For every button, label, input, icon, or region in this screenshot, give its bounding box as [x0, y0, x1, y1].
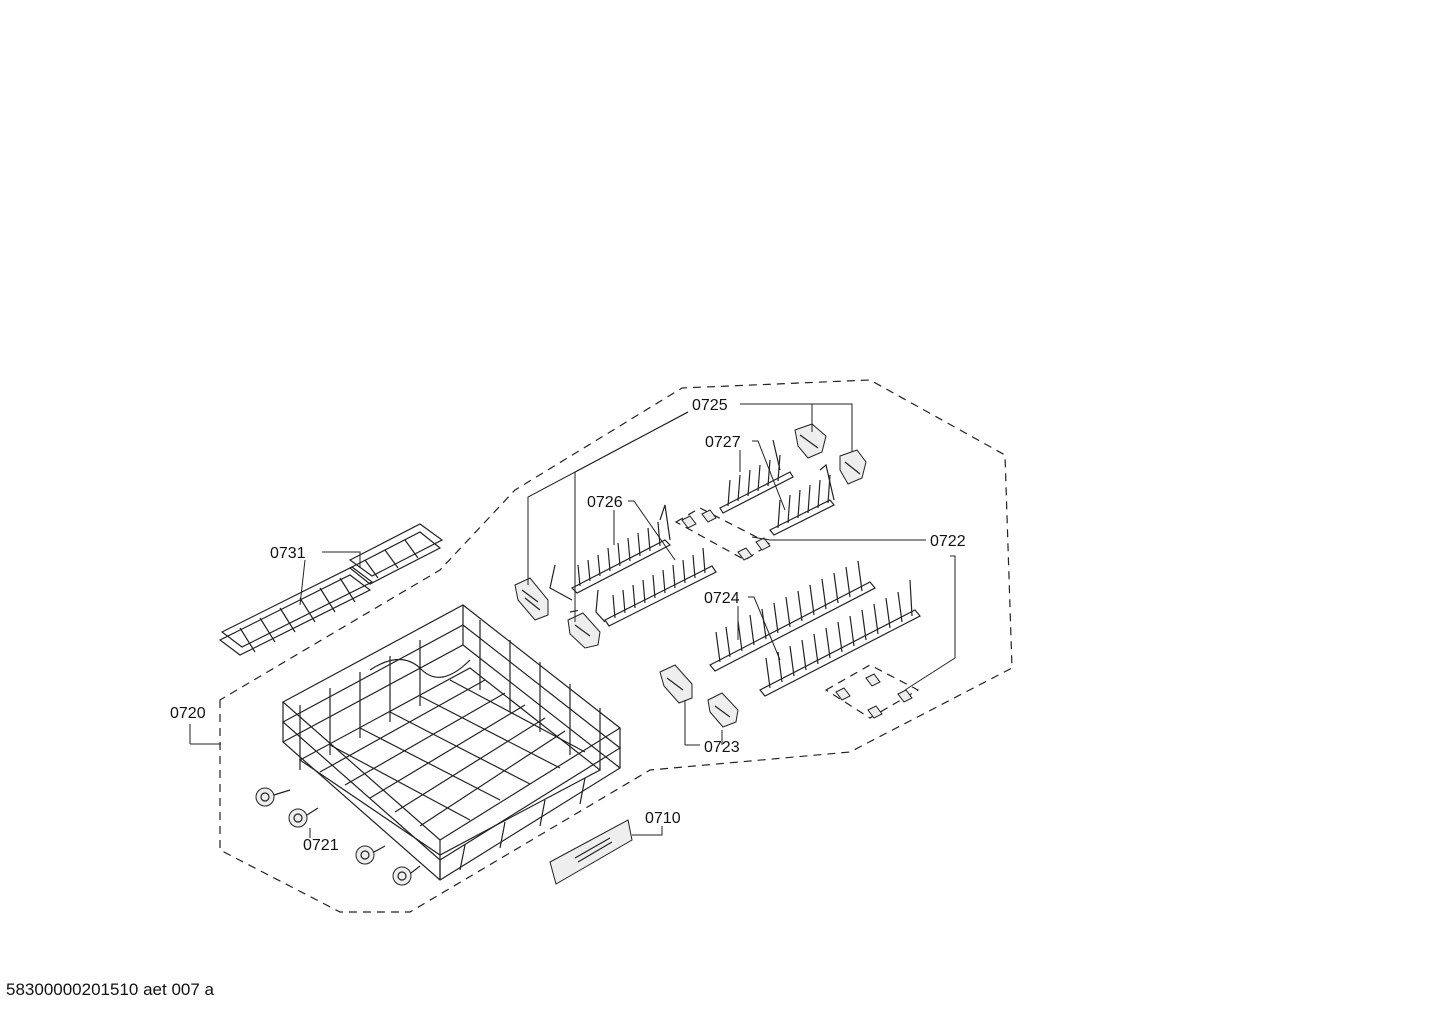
rack-clips-lower	[659, 664, 739, 728]
rack-clips-left	[514, 577, 601, 649]
rack-clips-top	[794, 423, 867, 485]
clip-group-right	[824, 664, 920, 719]
basket-wheels	[255, 787, 421, 886]
callout-0720: 0720	[170, 705, 206, 722]
leader-lines	[189, 403, 956, 838]
drawing-id: 58300000201510 aet 007 a	[6, 980, 214, 999]
basket-handle	[549, 819, 633, 885]
assembly-boundary	[219, 379, 1013, 913]
callout-0710: 0710	[645, 810, 681, 827]
clip-group-middle	[674, 507, 772, 561]
callout-0721: 0721	[303, 837, 339, 854]
lower-basket	[281, 604, 622, 881]
callout-0722: 0722	[930, 533, 966, 550]
cutlery-insert	[218, 523, 444, 656]
callout-0725: 0725	[692, 397, 728, 414]
tine-rows-0726	[549, 504, 717, 627]
callout-0724: 0724	[704, 590, 740, 607]
callout-0731: 0731	[270, 545, 306, 562]
callout-0726: 0726	[587, 494, 623, 511]
tine-rows-0727	[719, 439, 835, 536]
callout-0727: 0727	[705, 434, 741, 451]
tine-rows-0724	[709, 560, 921, 697]
callout-0723: 0723	[704, 739, 740, 756]
